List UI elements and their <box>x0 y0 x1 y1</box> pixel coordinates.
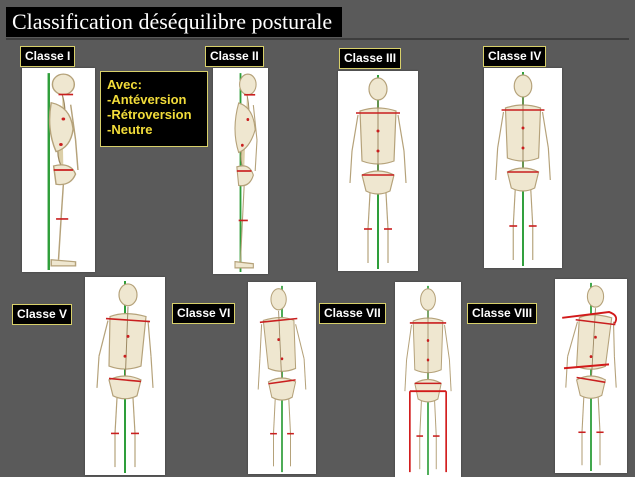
label-classe-3: Classe III <box>339 48 401 69</box>
slide-title: Classification déséquilibre posturale <box>6 7 342 37</box>
skeleton-image-classe-4 <box>484 68 562 268</box>
label-classe-7: Classe VII <box>319 303 386 324</box>
posture-option-anteversion: -Antéversion <box>107 92 201 107</box>
skeleton-image-classe-1 <box>22 68 95 272</box>
posture-option-retroversion: -Rétroversion <box>107 107 201 122</box>
label-classe-1: Classe I <box>20 46 75 67</box>
skeleton-image-classe-3 <box>338 71 418 271</box>
posture-options-box: Avec: -Antéversion -Rétroversion -Neutre <box>100 71 208 147</box>
label-classe-8: Classe VIII <box>467 303 537 324</box>
label-classe-6: Classe VI <box>172 303 235 324</box>
posture-options-heading: Avec: <box>107 77 201 92</box>
label-classe-5: Classe V <box>12 304 72 325</box>
label-classe-2: Classe II <box>205 46 264 67</box>
skeleton-image-classe-6 <box>248 282 316 474</box>
skeleton-image-classe-5 <box>85 277 165 475</box>
skeleton-image-classe-7 <box>395 282 461 477</box>
skeleton-image-classe-8 <box>555 279 627 473</box>
skeleton-image-classe-2 <box>213 68 268 274</box>
label-classe-4: Classe IV <box>483 46 546 67</box>
title-divider <box>6 38 629 40</box>
posture-option-neutre: -Neutre <box>107 122 201 137</box>
